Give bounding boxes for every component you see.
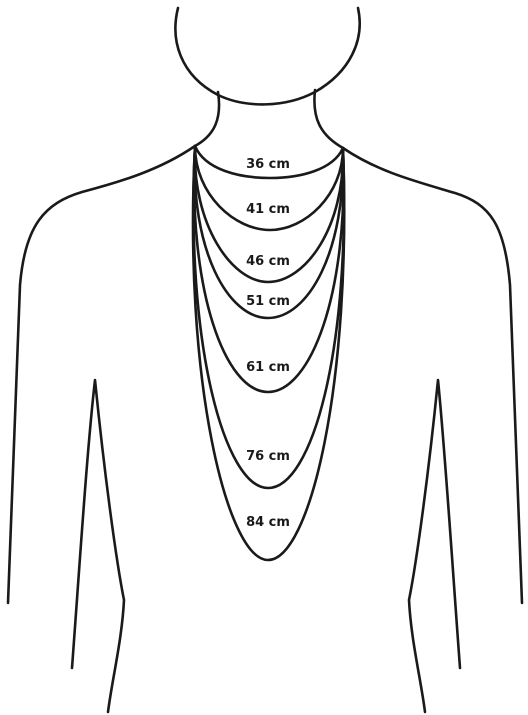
length-label-61cm: 61 cm [246,360,290,375]
length-label-36cm: 36 cm [246,157,290,172]
right-inner-arm-outline [409,380,460,712]
length-label-41cm: 41 cm [246,202,290,217]
neck-left-outline [195,92,219,146]
left-shoulder-outline [8,146,195,603]
length-label-51cm: 51 cm [246,294,290,309]
length-label-84cm: 84 cm [246,515,290,530]
head-outline [175,8,359,104]
necklace-labels: 36 cm 41 cm 46 cm 51 cm 61 cm 76 cm 84 c… [246,157,290,530]
right-shoulder-outline [343,148,522,603]
necklace-chain-61cm [194,146,343,392]
neck-right-outline [314,90,343,148]
left-inner-arm-outline [72,380,124,712]
length-label-46cm: 46 cm [246,254,290,269]
length-label-76cm: 76 cm [246,449,290,464]
